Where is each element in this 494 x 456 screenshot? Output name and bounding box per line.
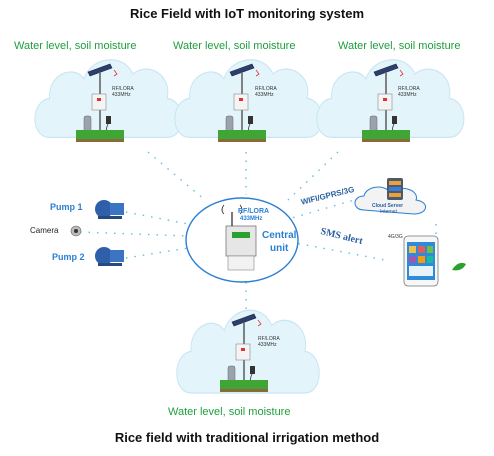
camera-icon <box>70 225 82 237</box>
field-1-label: Water level, soil moisture <box>14 40 137 52</box>
pump-1-label: Pump 1 <box>50 202 83 212</box>
camera-label: Camera <box>30 226 59 235</box>
phone-network-label: 4G/3G <box>388 234 403 240</box>
central-radio-label-1: RF/LORA <box>238 208 270 215</box>
central-unit-label-2: unit <box>270 243 289 254</box>
phone-icon <box>403 235 439 287</box>
pump-2-icon <box>95 247 124 266</box>
cloud-field-2 <box>174 59 323 139</box>
field-3-label: Water level, soil moisture <box>338 40 461 52</box>
cloud-field-1 <box>34 59 183 139</box>
central-unit-label-1: Central <box>262 230 297 241</box>
diagram-subtitle: Rice field with traditional irrigation m… <box>114 430 380 445</box>
central-radio-label-2: 433MHz <box>240 216 263 222</box>
pump-2-label: Pump 2 <box>52 252 85 262</box>
cloud-server-icon <box>354 178 426 215</box>
link-lines <box>79 151 437 312</box>
diagram-title: Rice Field with IoT monitoring system <box>129 6 365 21</box>
cloud-server-label-2: Internet <box>380 209 397 215</box>
central-device <box>221 204 257 271</box>
field-4-label: Water level, soil moisture <box>168 406 291 418</box>
field-2-label: Water level, soil moisture <box>173 40 296 52</box>
leaf-icon <box>452 262 466 271</box>
cloud-server-label-1: Cloud Server <box>372 203 404 209</box>
pump-1-icon <box>95 200 124 219</box>
